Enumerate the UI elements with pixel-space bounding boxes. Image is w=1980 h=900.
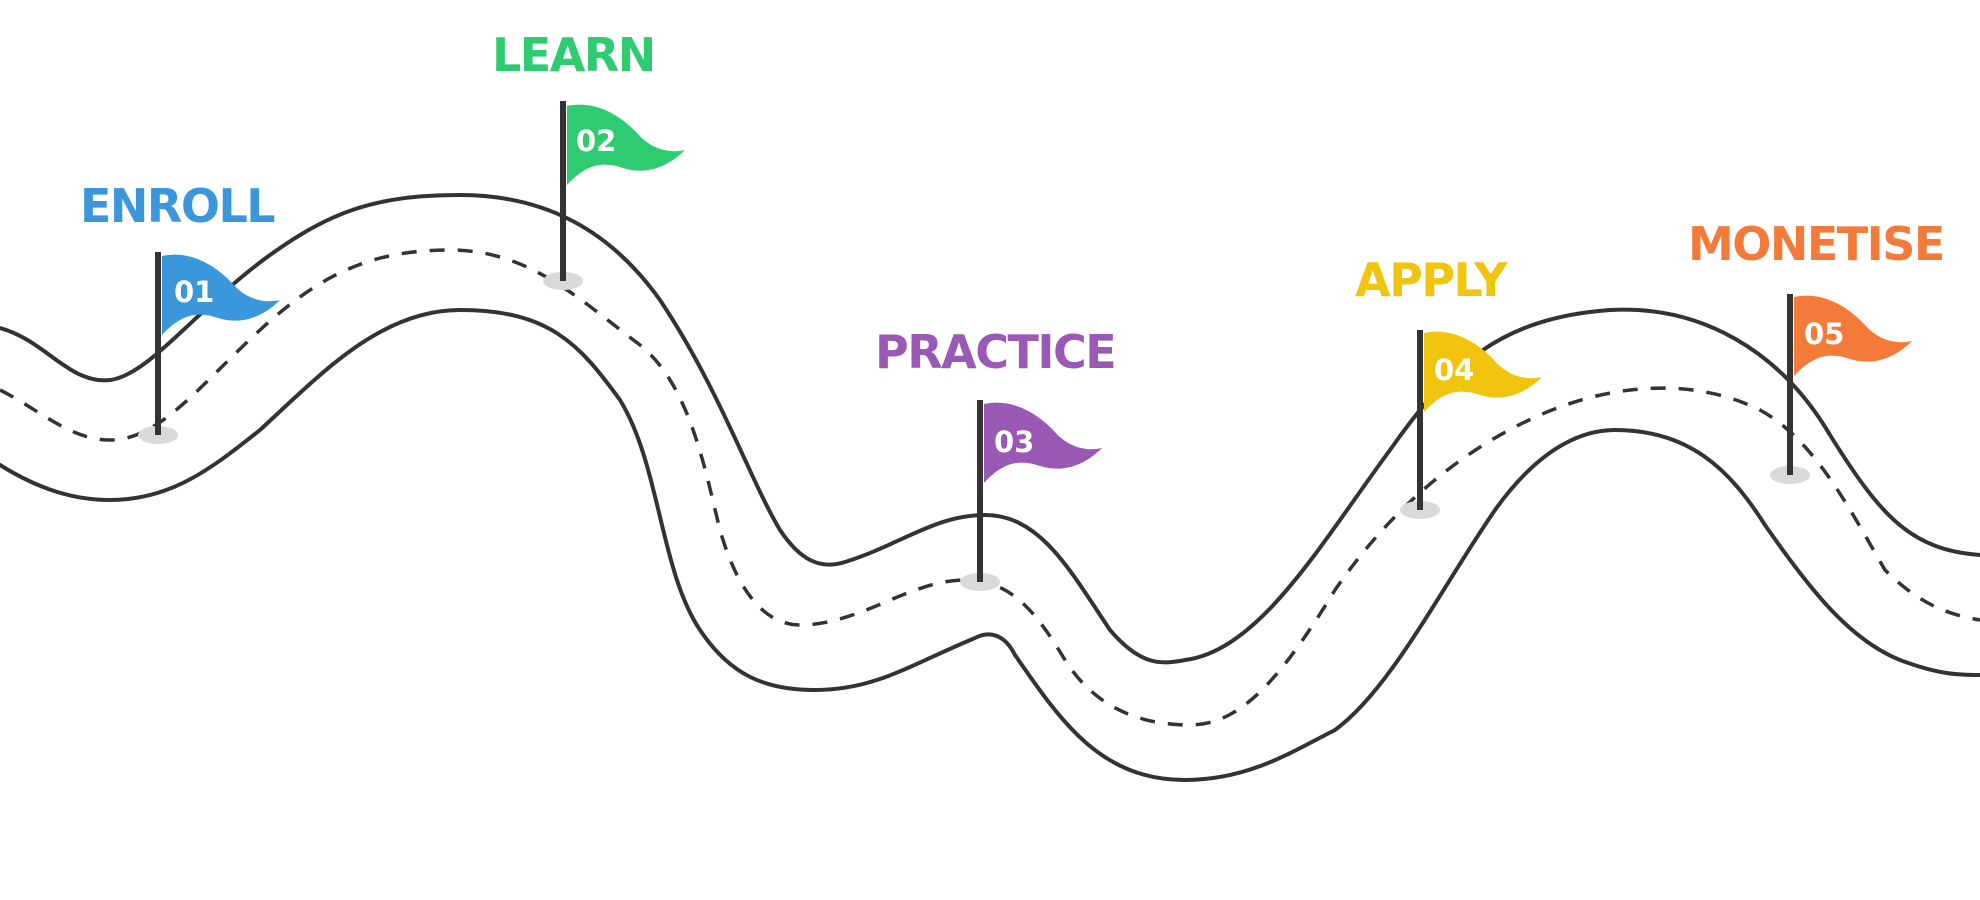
step-02: LEARN 02 (492, 28, 685, 290)
road-bottom-edge (0, 308, 1980, 782)
road (0, 193, 1980, 782)
flag-number-01: 01 (174, 275, 214, 309)
flag-05-icon (1794, 295, 1912, 376)
flag-number-05: 05 (1804, 317, 1844, 351)
step-label-practice: PRACTICE (875, 325, 1115, 379)
step-label-learn: LEARN (492, 28, 655, 82)
flag-number-02: 02 (576, 124, 616, 158)
flag-number-04: 04 (1434, 353, 1474, 387)
road-centerline (0, 248, 1980, 727)
step-05: MONETISE 05 (1688, 217, 1945, 484)
flag-02-icon (567, 104, 685, 185)
flag-01-icon (162, 254, 280, 335)
step-01: ENROLL 01 (80, 179, 280, 444)
road-top-edge (0, 193, 1980, 665)
step-04: APPLY 04 (1355, 253, 1542, 519)
step-03: PRACTICE 03 (875, 325, 1117, 591)
flag-04-icon (1424, 331, 1542, 412)
flag-03-icon (984, 402, 1102, 483)
step-label-apply: APPLY (1355, 253, 1508, 307)
step-label-monetise: MONETISE (1688, 217, 1944, 271)
flag-number-03: 03 (994, 425, 1034, 459)
step-label-enroll: ENROLL (80, 179, 275, 233)
